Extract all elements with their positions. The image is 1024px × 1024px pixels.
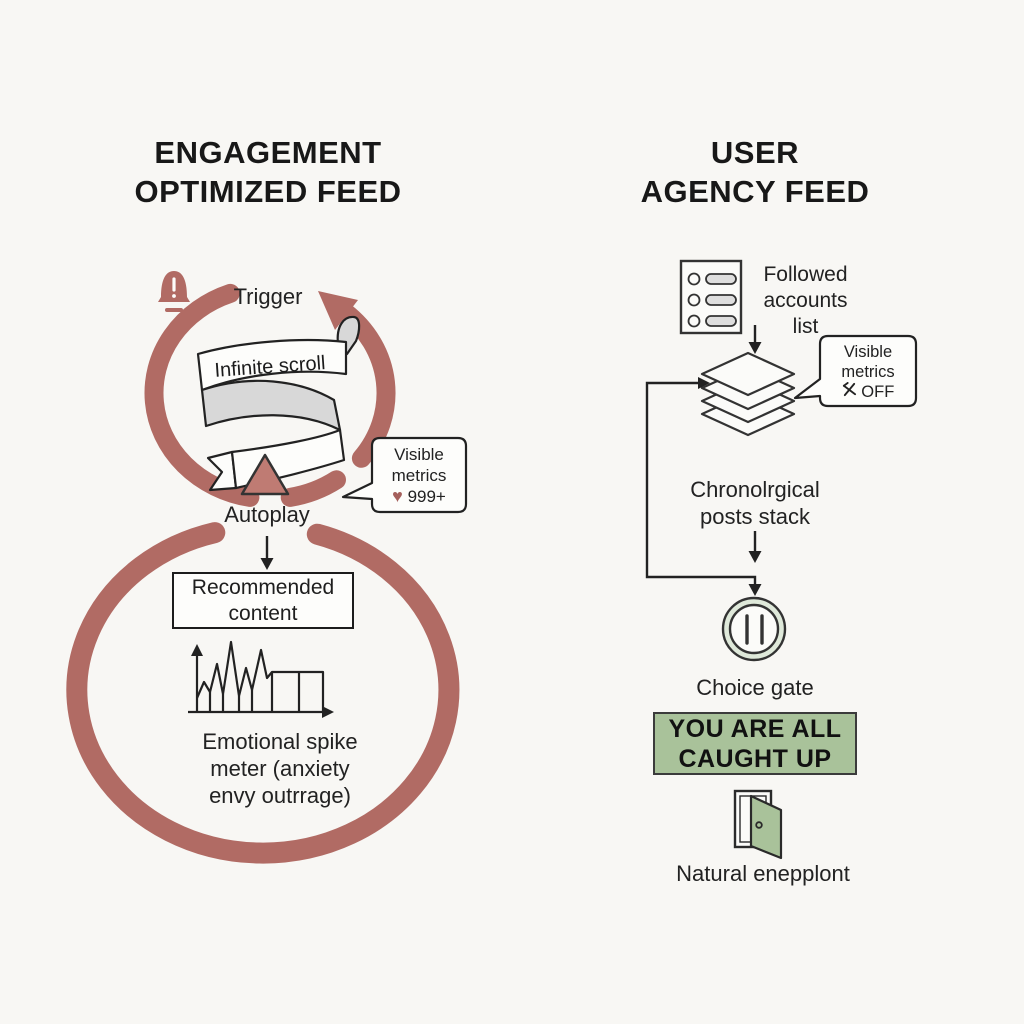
caught-up-line1: YOU ARE ALL [668,714,842,743]
right-title-line1: USER [710,135,800,170]
down-arrow-icon [748,325,762,354]
choice-gate-pause-icon [721,596,787,662]
stack-caption-line2: posts stack [699,504,811,529]
elbow-connector-line [645,377,762,596]
followed-accounts-list-icon [679,259,743,335]
bubble-line: metrics [391,466,447,485]
left-title-line1: ENGAGEMENT [154,135,382,170]
metrics-bubble-left-shape [341,436,468,514]
notification-bell-icon [158,271,190,312]
left-column-title: ENGAGEMENT OPTIMIZED FEED [58,133,478,211]
off-label: OFF [861,383,895,401]
choice-gate-label: Choice gate [696,675,814,700]
metrics-bubble-left: Visible metrics ♥ 999+ [374,444,464,507]
right-title-line2: AGENCY FEED [640,174,870,209]
right-column-title: USER AGENCY FEED [555,133,955,211]
down-arrow-icon [260,536,274,570]
down-arrow-icon [748,531,762,563]
posts-stack-icon [700,351,796,437]
bubble-line: Visible [843,343,893,361]
natural-endpoint-label: Natural enepplont [676,861,850,886]
ribbon-banner-icon [196,315,361,492]
stack-caption-line1: Chronolrgical [690,477,820,502]
recommended-line2: content [228,601,298,625]
spike-caption-line2: meter (anxiety [210,756,350,781]
spike-meter-chart-icon [188,640,334,718]
metrics-bubble-right: Visible metrics OFF [822,342,914,402]
like-count: 999+ [407,487,446,506]
heart-icon: ♥ [392,486,403,506]
bubble-line: Visible [394,445,444,464]
metrics-off-row: OFF [822,382,914,402]
play-triangle-icon [240,453,290,496]
spike-caption-line1: Emotional spike [202,729,358,754]
posts-stack-caption: Chronolrgical posts stack [640,476,870,530]
left-title-line2: OPTIMIZED FEED [134,174,402,209]
trigger-label: Trigger [233,284,303,309]
bubble-heart-row: ♥ 999+ [374,486,464,507]
open-door-icon [733,789,783,860]
followed-accounts-caption: Followed accounts list [748,262,863,340]
autoplay-label: Autoplay [224,502,310,527]
spike-caption-line3: envy outrrage) [209,783,351,808]
caught-up-line2: CAUGHT UP [678,744,832,773]
metrics-off-icon [842,382,856,397]
recommended-line1: Recommended [191,575,335,599]
followed-line2: accounts [763,289,848,312]
caught-up-banner: YOU ARE ALL CAUGHT UP [653,712,857,775]
followed-line3: list [792,315,819,338]
bubble-line: metrics [841,363,895,381]
followed-line1: Followed [763,263,848,286]
metrics-bubble-right-shape [793,334,918,408]
spike-meter-caption: Emotional spike meter (anxiety envy outr… [165,728,395,809]
recommended-content-box: Recommended content [172,572,354,629]
